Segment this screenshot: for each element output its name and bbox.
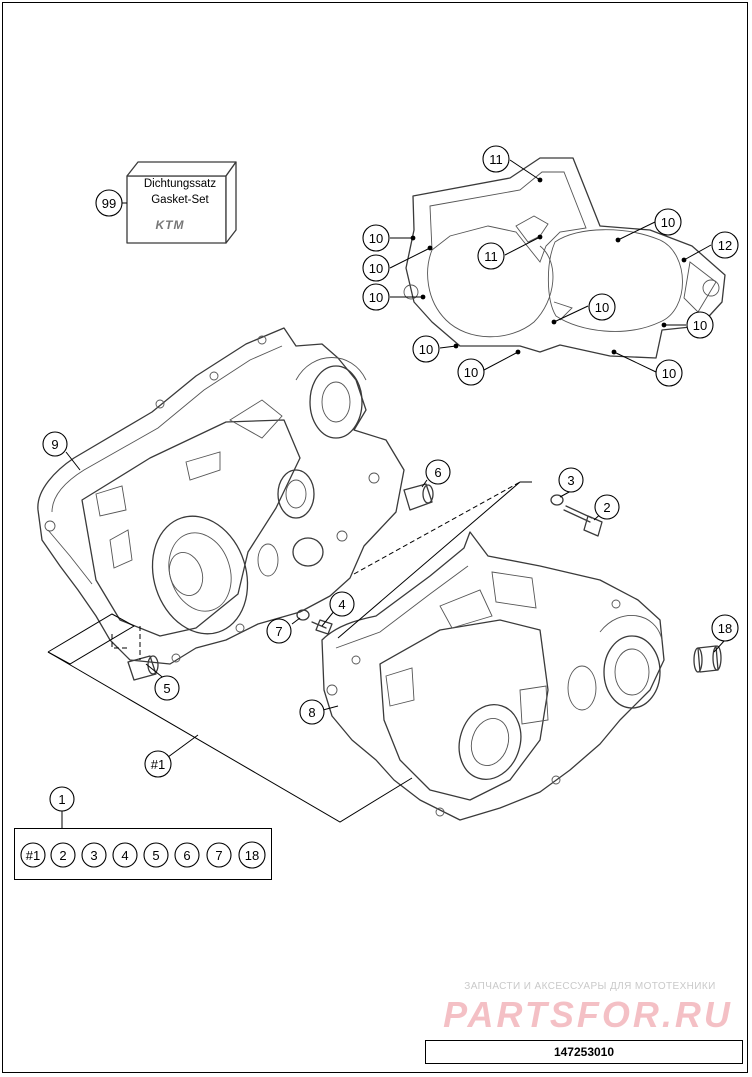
assembly-bracket-left: [47, 613, 136, 665]
callout-gasket-set[interactable]: 99: [95, 189, 123, 217]
svg-text:8: 8: [308, 705, 315, 720]
svg-text:2: 2: [603, 500, 610, 515]
callout-11-lower[interactable]: 11: [477, 242, 505, 270]
callout-18[interactable]: 18: [711, 614, 739, 642]
svg-text:#1: #1: [26, 848, 40, 863]
kit-item[interactable]: 4: [112, 842, 138, 868]
assembly-bracket-bottom: [47, 651, 413, 823]
watermark-subtitle: ЗАПЧАСТИ И АКСЕССУАРЫ ДЛЯ МОТОТЕХНИКИ: [464, 981, 716, 992]
svg-text:7: 7: [215, 848, 222, 863]
callout-10-h[interactable]: 10: [686, 311, 714, 339]
watermark-brand: PARTSFOR.RU: [443, 994, 733, 1035]
gasket-leaders: [389, 159, 712, 373]
kit-contents-row: #1 2 3 4 5 6 7: [20, 841, 266, 869]
callout-4[interactable]: 4: [329, 591, 355, 617]
svg-text:6: 6: [434, 465, 441, 480]
kit-contents-box: [14, 828, 272, 880]
dashed-line-dowel: [111, 634, 130, 649]
callout-10-i[interactable]: 10: [655, 359, 683, 387]
svg-text:10: 10: [662, 366, 676, 381]
kit-item[interactable]: 5: [143, 842, 169, 868]
gasket-set-label-en: Gasket-Set: [151, 194, 209, 206]
callout-7[interactable]: 7: [266, 618, 292, 644]
kit-item[interactable]: 2: [50, 842, 76, 868]
svg-text:11: 11: [484, 249, 498, 264]
right-case-half: [321, 531, 665, 821]
gasket-set-label-de: Dichtungssatz: [143, 178, 217, 190]
small-parts-lower: [127, 609, 333, 681]
kit-item[interactable]: 6: [174, 842, 200, 868]
svg-text:10: 10: [595, 300, 609, 315]
callout-12[interactable]: 12: [711, 231, 739, 259]
svg-text:4: 4: [338, 597, 345, 612]
svg-text:18: 18: [718, 621, 732, 636]
svg-text:3: 3: [90, 848, 97, 863]
callout-10-d[interactable]: 10: [412, 335, 440, 363]
washer-and-screw: [550, 494, 603, 537]
dashed-line-upper: [353, 481, 521, 575]
svg-text:9: 9: [51, 437, 58, 452]
gasket-set-box: [126, 161, 237, 244]
callout-11-upper[interactable]: 11: [482, 145, 510, 173]
svg-text:10: 10: [464, 365, 478, 380]
gasket-set-label: Dichtungssatz Gasket-Set: [130, 176, 230, 208]
svg-text:10: 10: [661, 215, 675, 230]
svg-text:10: 10: [369, 290, 383, 305]
plug: [693, 645, 722, 673]
callout-10-e[interactable]: 10: [457, 358, 485, 386]
svg-text:3: 3: [567, 473, 574, 488]
callout-10-g[interactable]: 10: [588, 293, 616, 321]
kit-item[interactable]: 7: [206, 842, 232, 868]
svg-text:18: 18: [245, 848, 259, 863]
svg-text:7: 7: [275, 624, 282, 639]
ktm-logo: KTM: [155, 218, 185, 232]
svg-text:2: 2: [59, 848, 66, 863]
svg-text:6: 6: [183, 848, 190, 863]
svg-text:12: 12: [718, 238, 732, 253]
svg-text:#1: #1: [151, 757, 165, 772]
clutch-cover-gasket: [403, 157, 726, 359]
callout-case-pair[interactable]: #1: [144, 750, 172, 778]
svg-text:11: 11: [489, 152, 503, 167]
svg-text:10: 10: [369, 231, 383, 246]
kit-item[interactable]: #1: [20, 842, 46, 868]
svg-text:4: 4: [121, 848, 128, 863]
svg-text:99: 99: [102, 196, 116, 211]
dowel-sleeve-upper: [403, 483, 434, 511]
callout-10-c[interactable]: 10: [362, 283, 390, 311]
svg-text:5: 5: [163, 681, 170, 696]
callout-5[interactable]: 5: [154, 675, 180, 701]
callout-8[interactable]: 8: [299, 699, 325, 725]
svg-text:1: 1: [58, 792, 65, 807]
callout-9[interactable]: 9: [42, 431, 68, 457]
callout-2[interactable]: 2: [594, 494, 620, 520]
drawing-number: 147253010: [425, 1040, 743, 1064]
svg-text:5: 5: [152, 848, 159, 863]
callout-10-b[interactable]: 10: [362, 254, 390, 282]
svg-text:10: 10: [693, 318, 707, 333]
svg-text:10: 10: [419, 342, 433, 357]
callout-10-a[interactable]: 10: [362, 224, 390, 252]
callout-6[interactable]: 6: [425, 459, 451, 485]
svg-text:10: 10: [369, 261, 383, 276]
leader-case-pair: [163, 734, 199, 761]
assembly-bracket-upper: [337, 481, 532, 639]
kit-item[interactable]: 3: [81, 842, 107, 868]
callout-3[interactable]: 3: [558, 467, 584, 493]
callout-1[interactable]: 1: [49, 786, 75, 812]
left-case-half: [37, 327, 405, 665]
kit-item[interactable]: 18: [238, 841, 266, 869]
callout-10-f[interactable]: 10: [654, 208, 682, 236]
